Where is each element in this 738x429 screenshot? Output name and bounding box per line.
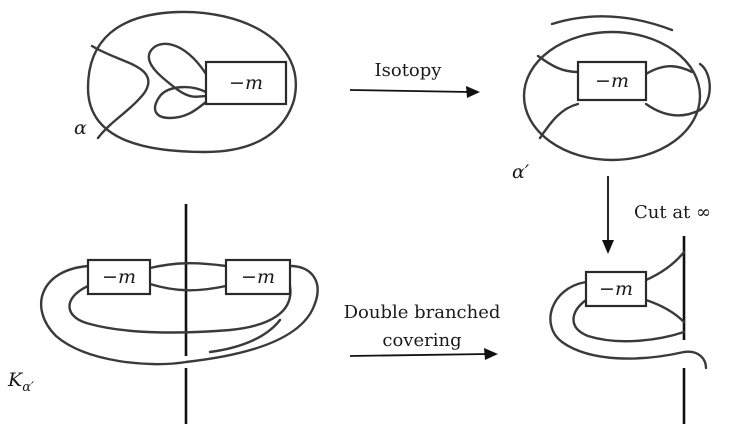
cut-twist-box-label: −m — [599, 278, 633, 300]
cut-fan-strands — [644, 250, 686, 324]
diagram-cut: −m — [549, 236, 708, 424]
diagram-k-alpha-prime: −m −m Kα′ — [7, 204, 319, 424]
k-inner-loop — [68, 284, 292, 334]
double-branched-arrow-head — [484, 348, 498, 360]
alpha-prime-label: α′ — [512, 161, 530, 183]
isotopy-arrow-shaft — [349, 89, 471, 93]
alpha-prime-right-hook — [698, 62, 711, 112]
alpha-twist-box-label: −m — [229, 72, 263, 94]
double-branched-label-line1: Double branched — [344, 302, 501, 323]
alpha-twist-box — [204, 60, 288, 106]
diagram-alpha-prime: −m α′ — [512, 15, 711, 183]
k-alpha-prime-label-sub: α′ — [22, 380, 34, 395]
alpha-prime-twist-box-label: −m — [595, 70, 629, 92]
k-alpha-prime-label: Kα′ — [7, 369, 34, 395]
k-middle-strands — [148, 262, 228, 292]
double-branched-label-line2: covering — [382, 330, 461, 351]
alpha-clasp-lower — [153, 85, 208, 120]
alpha-label: α — [74, 117, 87, 139]
alpha-outer-loop — [86, 10, 297, 154]
isotopy-label: Isotopy — [375, 60, 443, 81]
alpha-prime-outer-loop — [522, 30, 702, 162]
double-branched-arrow: Double branched covering — [344, 302, 501, 360]
cut-arrow-head — [602, 240, 614, 254]
double-branched-arrow-shaft — [349, 353, 489, 357]
k-left-twist-box-label: −m — [102, 266, 136, 288]
cut-lower-loop — [549, 280, 708, 370]
k-left-twist-box — [86, 258, 152, 296]
k-alpha-prime-label-base: K — [7, 369, 24, 391]
cut-arrow: Cut at ∞ — [602, 176, 711, 254]
alpha-clasp-upper — [147, 42, 208, 98]
k-under-strand — [208, 318, 282, 354]
isotopy-arrow: Isotopy — [349, 60, 480, 98]
isotopy-arrow-head — [466, 86, 480, 98]
k-right-twist-box — [224, 258, 292, 296]
alpha-prime-left-strands — [536, 54, 580, 140]
k-outer-loop — [39, 264, 319, 366]
alpha-left-strand — [90, 44, 150, 140]
alpha-prime-right-strands — [644, 65, 702, 117]
alpha-prime-twist-box — [576, 60, 648, 102]
cut-at-infinity-label: Cut at ∞ — [634, 202, 711, 223]
cut-twist-box — [584, 270, 648, 308]
alpha-prime-top-arc — [550, 15, 674, 32]
diagram-alpha: −m α — [74, 10, 297, 154]
cut-inner-loop — [572, 298, 686, 343]
k-right-twist-box-label: −m — [241, 266, 275, 288]
